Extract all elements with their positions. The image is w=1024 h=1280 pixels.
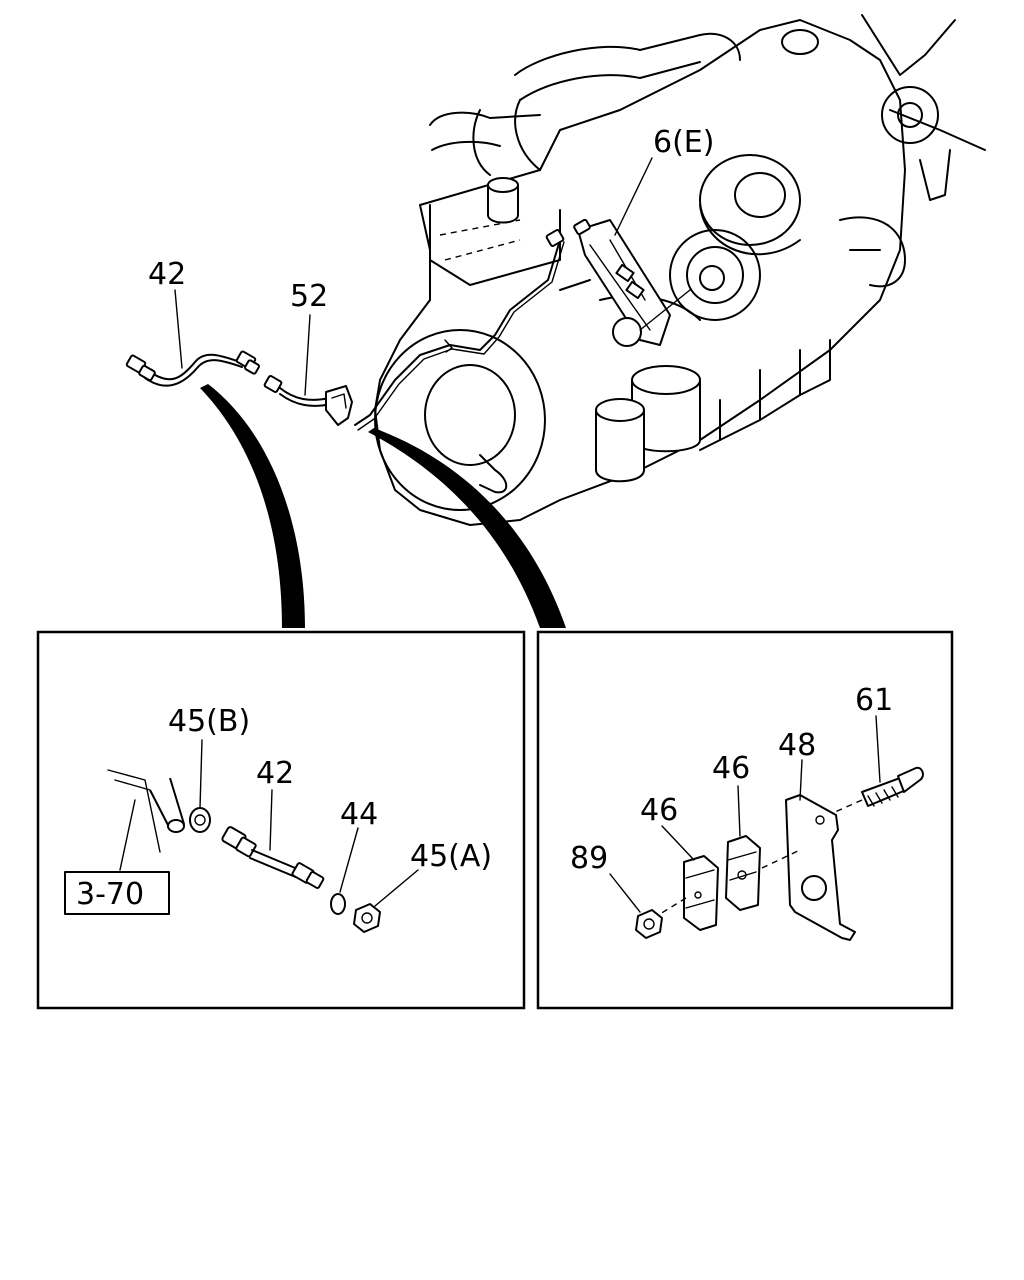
harness-42-detail-icon — [221, 789, 325, 889]
nut-45b-icon — [189, 739, 211, 833]
label-48: 48 — [778, 728, 816, 763]
label-45b: 45(B) — [168, 704, 250, 739]
label-42-top: 42 — [148, 257, 186, 292]
label-44: 44 — [340, 797, 378, 832]
clip-46-upper-icon — [725, 785, 801, 911]
fan-icon — [861, 14, 986, 201]
bolt-61-icon — [834, 715, 924, 813]
leader-6e — [614, 157, 653, 236]
washer-44-icon — [330, 827, 359, 915]
label-3-70: 3-70 — [76, 877, 144, 912]
label-46-upper: 46 — [712, 751, 750, 786]
engine-harness-route — [354, 218, 591, 431]
label-61: 61 — [855, 683, 893, 718]
detail-panel-left — [36, 630, 526, 1010]
clip-46-lower-icon — [659, 825, 719, 931]
reference-box — [64, 871, 170, 915]
nut-89-icon — [609, 873, 663, 939]
zoom-wedge-left — [200, 384, 305, 628]
detail-panel-right — [536, 630, 954, 1010]
label-46-lower: 46 — [640, 793, 678, 828]
engine-sensor-unit — [577, 219, 691, 347]
leader-52 — [304, 314, 311, 396]
label-52: 52 — [290, 279, 328, 314]
engine-illustration — [125, 14, 986, 628]
harness-52-engine-view — [263, 375, 353, 426]
oil-filter-icon — [595, 365, 701, 483]
leader-42 — [174, 289, 183, 369]
label-42-detail: 42 — [256, 756, 294, 791]
bracket-48-icon — [785, 759, 856, 941]
label-45a: 45(A) — [410, 839, 492, 874]
label-6e: 6(E) — [653, 125, 714, 160]
harness-42-engine-view — [125, 350, 260, 387]
nut-45a-icon — [353, 869, 419, 933]
label-89: 89 — [570, 841, 608, 876]
zoom-wedge-right — [368, 428, 566, 628]
